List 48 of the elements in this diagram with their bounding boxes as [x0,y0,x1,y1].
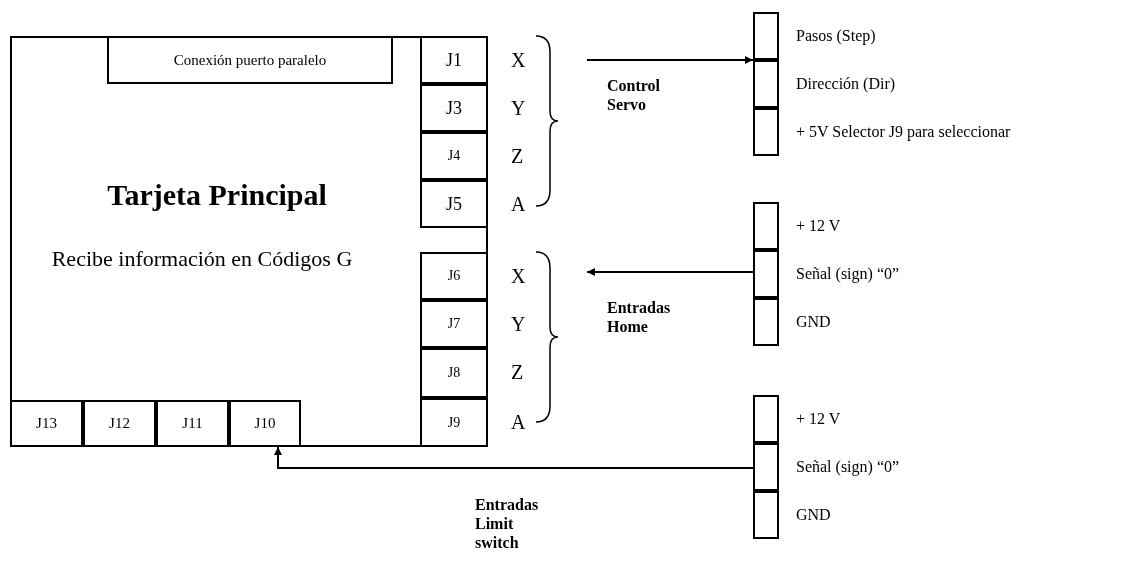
pin-cell [753,60,779,108]
pin-cell [753,395,779,443]
connector-box: J3 [420,84,488,132]
connector-box: J11 [156,400,229,447]
pin-label: GND [796,313,831,331]
group-label: Entradas Limit switch [475,495,540,553]
pin-label: + 12 V [796,217,841,235]
axis-label: Z [511,360,525,384]
axis-label: X [511,48,527,72]
axis-label: Z [511,144,525,168]
main-board-box [10,36,488,447]
connector-box: J1 [420,36,488,84]
pin-cell [753,491,779,539]
board-description: Recibe información en Códigos G [50,246,354,273]
pin-label: Dirección (Dir) [796,75,896,93]
pin-label: + 5V Selector J9 para seleccionar [796,123,1011,141]
connector-box: J6 [420,252,488,300]
connector-box: J5 [420,180,488,228]
pin-cell [753,12,779,60]
pin-cell [753,202,779,250]
connector-box: J10 [229,400,301,447]
pin-label: Señal (sign) “0” [796,265,900,283]
pin-cell [753,250,779,298]
pin-label: Señal (sign) “0” [796,458,900,476]
pin-cell [753,108,779,156]
arrow [586,56,754,64]
connector-box: J12 [83,400,156,447]
axis-label: Y [511,96,527,120]
axis-label: Y [511,312,527,336]
connector-box: Conexión puerto paralelo [107,36,393,84]
arrow [274,446,754,469]
axis-label: A [511,192,527,216]
pin-label: GND [796,506,831,524]
connector-box: J4 [420,132,488,180]
arrow [586,268,754,276]
connector-box: J8 [420,348,488,398]
connector-box: J7 [420,300,488,348]
pin-cell [753,443,779,491]
axis-label: A [511,410,527,434]
board-title: Tarjeta Principal [106,178,328,212]
group-label: Entradas Home [607,298,672,337]
connector-box: J9 [420,398,488,447]
connector-box: J13 [10,400,83,447]
group-label: Control Servo [607,76,662,115]
axis-label: X [511,264,527,288]
pin-label: Pasos (Step) [796,27,876,45]
pin-cell [753,298,779,346]
pin-label: + 12 V [796,410,841,428]
